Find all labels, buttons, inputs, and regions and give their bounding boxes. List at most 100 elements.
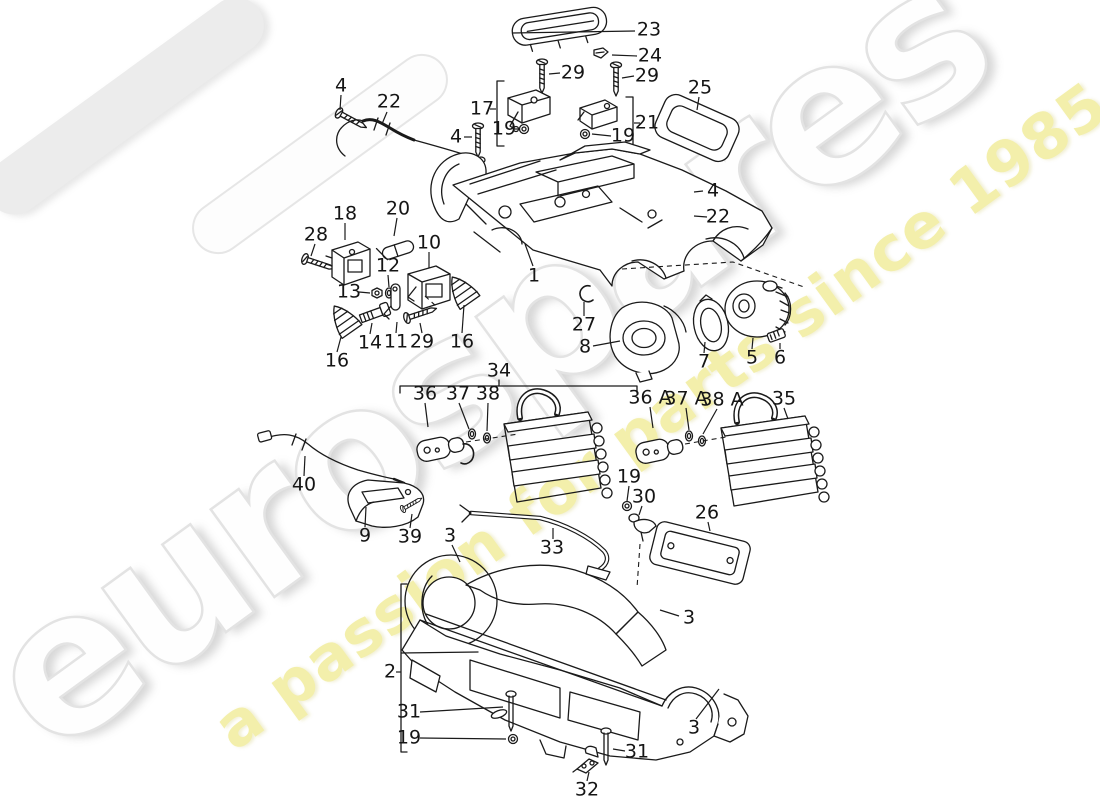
leader-line-31b [612, 748, 626, 752]
part-34-evaporator-core [503, 388, 613, 503]
part-label-27: 27 [572, 314, 596, 336]
part-16-grommet [323, 298, 363, 340]
part-4-screw [471, 122, 485, 158]
part-9-cable-bracket [347, 479, 425, 528]
leader-line-40 [303, 455, 306, 477]
part-31-bolt [490, 690, 517, 732]
part-3-foam-seal-ring [404, 554, 498, 648]
part-label-19c: 19 [617, 466, 641, 488]
part-6-connector-plug [766, 328, 786, 343]
part-24-clip [593, 47, 609, 59]
part-19-nut [621, 500, 633, 512]
leader-line-38A [702, 408, 718, 435]
leader-line-29c [419, 322, 423, 334]
leader-line-5 [751, 337, 754, 350]
alignment-dash [684, 436, 727, 445]
part-label-18: 18 [333, 203, 357, 225]
part-label-38: 38 [476, 383, 500, 405]
leader-line-4a [339, 94, 342, 111]
leader-line-13 [358, 291, 371, 294]
leader-line-37 [458, 402, 470, 430]
part-label-10: 10 [417, 232, 441, 254]
part-33-control-rod [459, 504, 611, 581]
part-13-nut [371, 287, 383, 299]
part-2-lower-housing [401, 613, 749, 761]
leader-line-3a [451, 544, 461, 563]
leader-line-29a [548, 72, 561, 75]
part-label-12: 12 [376, 255, 400, 277]
part-label-3b: 3 [683, 607, 695, 629]
part-23-vent-grille [511, 6, 608, 52]
part-label-1: 1 [528, 265, 540, 287]
leader-line-19d [419, 737, 507, 740]
part-20-pin [375, 240, 415, 261]
part-18-switch-bracket [325, 241, 371, 286]
part-30-fastener [628, 513, 657, 542]
leader-line-19c [626, 485, 630, 502]
part-label-38A: 38 A [700, 389, 743, 411]
leader-line-28 [310, 243, 316, 257]
part-26-frame-gasket [649, 521, 751, 585]
part-label-24: 24 [638, 45, 662, 67]
leader-line-36 [424, 402, 429, 428]
part-40-control-cable [256, 430, 406, 485]
part-label-30: 30 [632, 486, 656, 508]
part-label-13: 13 [337, 281, 361, 303]
leader-line-30 [638, 505, 643, 516]
part-label-36A: 36 A [628, 387, 671, 409]
part-label-29b: 29 [635, 65, 659, 87]
part-label-3a: 3 [444, 525, 456, 547]
part-label-35: 35 [772, 388, 796, 410]
part-label-14: 14 [358, 332, 382, 354]
part-27-clip [579, 284, 594, 303]
part-32-clip-plate [572, 758, 599, 774]
part-label-31b: 31 [625, 741, 649, 763]
part-label-22b: 22 [706, 206, 730, 228]
leader-line-23 [511, 30, 636, 34]
part-label-39: 39 [398, 526, 422, 548]
part-label-40: 40 [292, 474, 316, 496]
part-label-4b: 4 [450, 126, 462, 148]
part-label-32: 32 [575, 779, 599, 800]
part-label-2: 2 [384, 661, 396, 683]
part-label-37: 37 [446, 383, 470, 405]
part-label-5: 5 [746, 347, 758, 369]
part-label-25: 25 [688, 77, 712, 99]
part-label-28: 28 [304, 224, 328, 246]
part-25-gasket-frame [654, 93, 740, 163]
leader-line-24 [611, 54, 638, 57]
part-14-bolt [358, 301, 392, 324]
part-31-bolt [584, 727, 612, 766]
leader-line-14 [369, 322, 373, 335]
part-19-nut [518, 123, 530, 135]
leader-line-36A [649, 406, 654, 429]
leader-line-1 [524, 243, 534, 267]
part-label-36: 36 [413, 383, 437, 405]
leader-line-20 [393, 217, 398, 237]
leader-line-19b [591, 133, 612, 137]
part-29-screw [535, 58, 549, 94]
leader-line-4c [693, 190, 704, 193]
leader-line-25 [696, 96, 700, 111]
part-label-16a: 16 [325, 350, 349, 372]
part-35-evaporator-core [720, 392, 830, 507]
part-label-8: 8 [579, 336, 591, 358]
part-29-screw [609, 61, 623, 97]
part-label-31a: 31 [397, 701, 421, 723]
part-label-33: 33 [540, 537, 564, 559]
leader-line-16b [461, 304, 465, 334]
part-37-seal [467, 428, 477, 440]
part-17-actuator-bracket [507, 89, 551, 133]
part-8-air-duct [609, 301, 687, 383]
leader-line-9 [364, 506, 367, 528]
group-bracket-2 [400, 583, 479, 753]
leader-line-38 [486, 402, 489, 432]
leader-line-26 [707, 521, 711, 532]
part-19-nut [579, 128, 591, 140]
part-label-11: 11 [384, 331, 408, 353]
part-label-16b: 16 [450, 331, 474, 353]
part-label-29c: 29 [410, 331, 434, 353]
part-label-20: 20 [386, 198, 410, 220]
part-11-pivot-pin [383, 283, 401, 320]
